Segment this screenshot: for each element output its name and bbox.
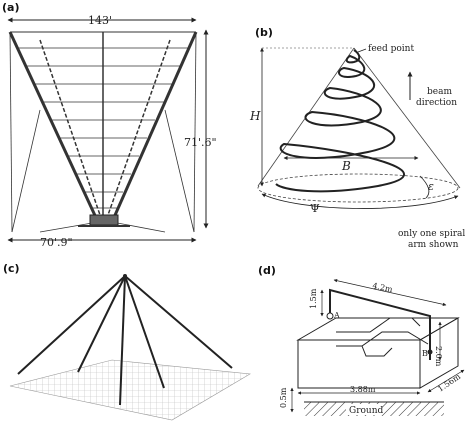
panel-c-label: (c) [3, 262, 20, 275]
bottom-width-label: 70'.9" [40, 236, 73, 249]
dim-4-2m-label: 4.2m [372, 281, 394, 294]
spiral-antenna-structure [8, 31, 198, 233]
panel-b: (b) H B feed point beam direction ε Ψ on… [249, 26, 465, 250]
panel-d: (d) A B 4.2m 1.5m 2.0m 3.88m [258, 264, 465, 416]
spiral-arm [275, 49, 406, 193]
point-b-marker [427, 349, 433, 355]
psi-label: Ψ [310, 202, 320, 215]
epsilon-label: ε [428, 180, 434, 193]
point-b-label: B [422, 349, 428, 358]
note-line-1: only one spiral [398, 229, 465, 239]
point-a-marker [326, 312, 334, 320]
beam-label-2: direction [416, 98, 457, 108]
panel-b-label: (b) [255, 26, 273, 39]
dim-0-5m-label: 0.5m [279, 387, 288, 408]
cone-base [257, 173, 459, 203]
antenna-wires [17, 275, 233, 406]
box-structure [296, 317, 460, 389]
ground-label: Ground [349, 406, 384, 416]
dim-4-2m [333, 278, 447, 307]
note-line-2: arm shown [408, 240, 459, 250]
feed-point-label: feed point [368, 44, 414, 54]
apex-point [123, 274, 127, 278]
dim-3-88m-label: 3.88m [350, 385, 376, 394]
top-width-label: 143' [88, 14, 112, 27]
point-a-label: A [333, 311, 340, 320]
height-label: 71'.6" [184, 136, 217, 149]
dim-2-0m-label: 2.0m [434, 346, 443, 367]
dim-1-56m [427, 369, 465, 393]
H-label: H [249, 109, 261, 123]
dim-1-56m-label: 1.56m [436, 372, 462, 394]
ground-grid [9, 359, 251, 421]
panel-a-label: (a) [2, 1, 19, 14]
B-label: B [341, 159, 351, 173]
panel-a: (a) 143' [2, 1, 217, 249]
psi-arc [261, 193, 459, 209]
beam-label-1: beam [427, 87, 452, 97]
cone-right-edge [353, 47, 461, 189]
panel-d-label: (d) [258, 264, 276, 277]
panel-c: (c) [3, 262, 251, 421]
dim-1-5m-label: 1.5m [309, 288, 318, 309]
